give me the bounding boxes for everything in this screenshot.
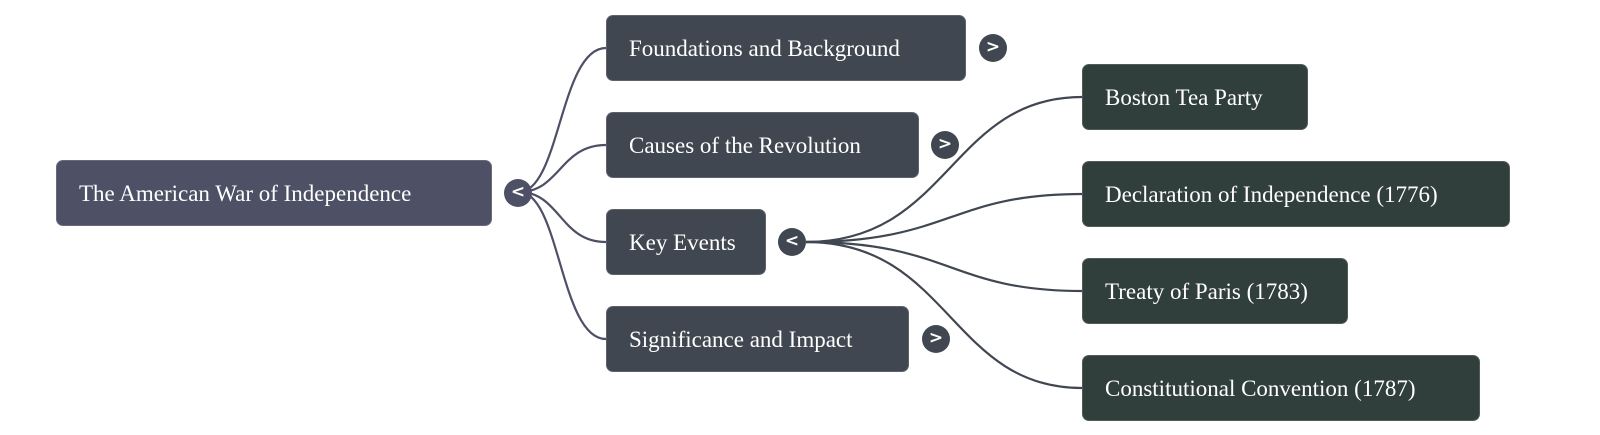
branch-node-significance[interactable]: Significance and Impact	[606, 306, 909, 372]
leaf-node-constitutional-convention[interactable]: Constitutional Convention (1787)	[1082, 355, 1480, 421]
leaf-node-declaration[interactable]: Declaration of Independence (1776)	[1082, 161, 1510, 227]
expand-causes-toggle-icon[interactable]: >	[931, 131, 959, 159]
collapse-key-events-toggle-icon[interactable]: <	[778, 228, 806, 256]
link-keyevents-boston	[805, 95, 1083, 244]
expand-significance-toggle-icon[interactable]: >	[922, 325, 950, 353]
root-node-label: The American War of Independence	[79, 181, 412, 206]
link-root-significance	[518, 190, 607, 341]
branch-node-causes[interactable]: Causes of the Revolution	[606, 112, 919, 178]
leaf-node-boston-tea-party[interactable]: Boston Tea Party	[1082, 64, 1308, 130]
collapse-root-toggle-icon[interactable]: <	[504, 179, 532, 207]
branch-label: Foundations and Background	[629, 36, 900, 61]
leaf-node-treaty-of-paris[interactable]: Treaty of Paris (1783)	[1082, 258, 1348, 324]
branch-label: Significance and Impact	[629, 327, 853, 352]
link-keyevents-declaration	[805, 192, 1083, 244]
expand-foundations-toggle-icon[interactable]: >	[979, 34, 1007, 62]
link-root-keyevents	[518, 190, 607, 244]
branch-label: Key Events	[629, 230, 736, 255]
link-root-foundations	[518, 46, 607, 194]
branch-node-key-events[interactable]: Key Events	[606, 209, 766, 275]
leaf-label: Declaration of Independence (1776)	[1105, 182, 1438, 207]
branch-node-foundations[interactable]: Foundations and Background	[606, 15, 966, 81]
link-keyevents-treaty	[805, 240, 1083, 293]
leaf-label: Constitutional Convention (1787)	[1105, 376, 1416, 401]
link-keyevents-convention	[805, 240, 1083, 390]
branch-label: Causes of the Revolution	[629, 133, 861, 158]
leaf-label: Treaty of Paris (1783)	[1105, 279, 1308, 304]
root-node[interactable]: The American War of Independence	[56, 160, 492, 226]
leaf-label: Boston Tea Party	[1105, 85, 1263, 110]
